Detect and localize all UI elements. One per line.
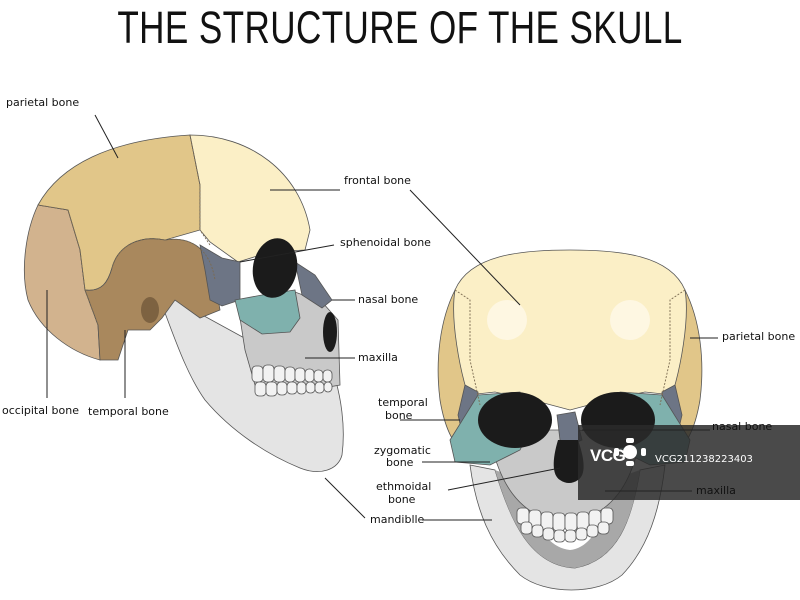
side-sutures bbox=[37, 134, 216, 326]
front-mandible bbox=[469, 464, 666, 591]
leader-parietal bbox=[94, 114, 119, 159]
front-frontal bbox=[453, 249, 687, 411]
label-parietal-front: parietal bone bbox=[722, 330, 795, 343]
front-skull bbox=[437, 249, 703, 591]
label-mandible: mandiblle bbox=[370, 513, 425, 526]
front-frontal-highlight-right bbox=[610, 300, 650, 340]
leader-frontal-front bbox=[409, 189, 521, 306]
watermark-brand: VCG bbox=[590, 446, 626, 465]
label-maxilla-side: maxilla bbox=[358, 351, 398, 364]
watermark-band bbox=[578, 425, 800, 500]
label-temporal-side: temporal bone bbox=[88, 405, 169, 418]
label-nasal-front: nasal bone bbox=[712, 420, 772, 433]
side-mandible bbox=[159, 299, 344, 472]
leader-sphenoidal bbox=[239, 244, 335, 263]
page-title: THE STRUCTURE OF THE SKULL bbox=[117, 2, 683, 53]
side-teeth bbox=[251, 364, 333, 397]
label-ethmoidal-front-2: bone bbox=[388, 493, 416, 506]
front-frontal-highlight-left bbox=[487, 300, 527, 340]
side-nasal bbox=[294, 261, 333, 309]
watermark-id: VCG211238223403 bbox=[655, 454, 753, 465]
label-zygomatic-front-2: bone bbox=[386, 456, 414, 469]
label-nasal-side: nasal bone bbox=[358, 293, 418, 306]
front-mandible-inner bbox=[495, 470, 640, 568]
front-teeth bbox=[516, 507, 614, 543]
label-ethmoidal-front-1: ethmoidal bbox=[376, 480, 431, 493]
side-ear-canal bbox=[141, 297, 159, 323]
label-temporal-front-1: temporal bbox=[378, 396, 428, 409]
leader-lines bbox=[46, 114, 718, 521]
front-orbit-left bbox=[478, 392, 552, 448]
leader-mandible bbox=[324, 477, 366, 519]
watermark-logo-icon bbox=[614, 438, 646, 466]
label-temporal-front-2: bone bbox=[385, 409, 413, 422]
label-sphenoidal-side: sphenoidal bone bbox=[340, 236, 431, 249]
side-nasal-cavity bbox=[323, 312, 337, 352]
labels: parietal bone frontal bone sphenoidal bo… bbox=[2, 96, 795, 526]
side-frontal bbox=[189, 134, 311, 263]
label-zygomatic-front-1: zygomatic bbox=[374, 444, 431, 457]
label-maxilla-front: maxilla bbox=[696, 484, 736, 497]
label-occipital-side: occipital bone bbox=[2, 404, 79, 417]
side-skull bbox=[23, 134, 344, 472]
side-sphenoid bbox=[199, 244, 241, 307]
leader-ethmoidal-front bbox=[447, 467, 561, 491]
side-orbit bbox=[252, 238, 298, 298]
front-nasal-cavity bbox=[553, 440, 584, 483]
label-parietal-side: parietal bone bbox=[6, 96, 79, 109]
label-frontal-side: frontal bone bbox=[344, 174, 411, 187]
